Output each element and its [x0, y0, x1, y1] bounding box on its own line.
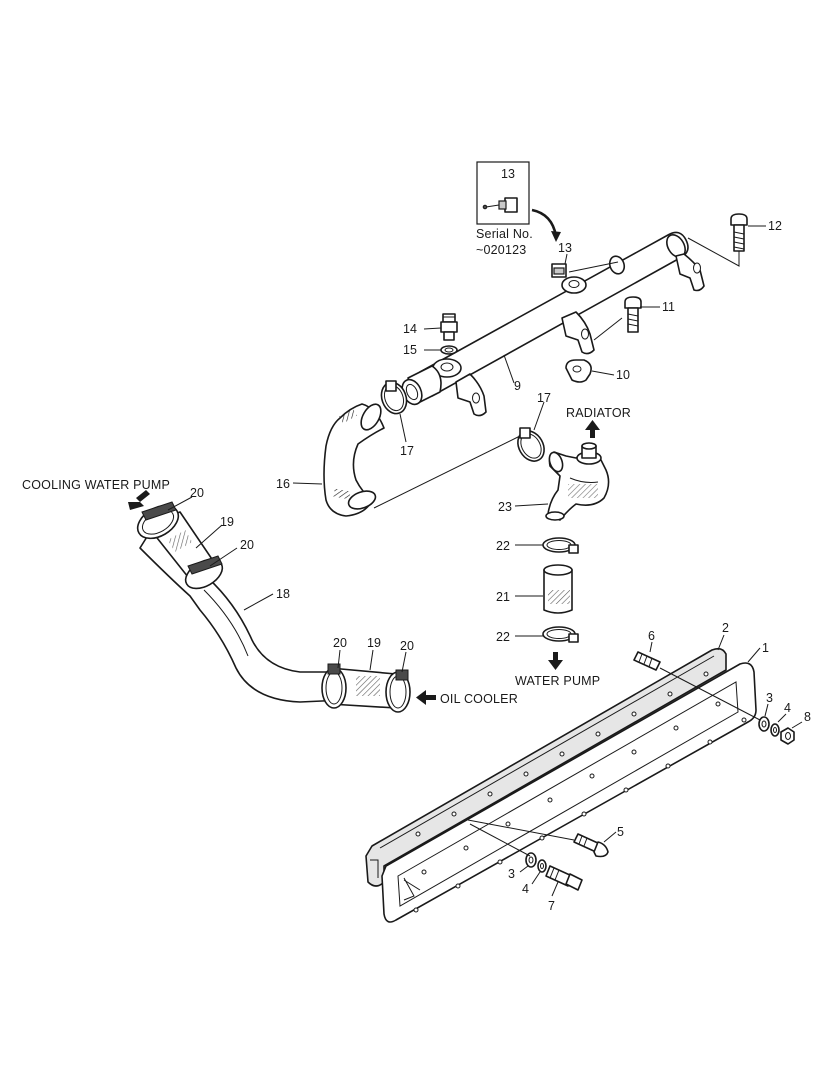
serial-no-value: ~020123 — [476, 243, 526, 257]
label-3-right: 3 — [766, 691, 773, 705]
radiator-label: RADIATOR — [566, 406, 631, 420]
label-14: 14 — [403, 322, 417, 336]
label-20-lower-left: 20 — [333, 636, 347, 650]
arrow-upleft-icon — [128, 490, 150, 510]
label-10: 10 — [616, 368, 630, 382]
label-20-upper-mid: 20 — [240, 538, 254, 552]
label-12: 12 — [768, 219, 782, 233]
short-hose-21 — [543, 564, 573, 614]
leader-lines — [167, 225, 803, 897]
hose-clamp-20-top — [136, 501, 180, 540]
oil-cooler-label: OIL COOLER — [440, 692, 518, 706]
bolt-holes — [413, 671, 747, 913]
label-4-right: 4 — [784, 701, 791, 715]
thermostat-housing-23 — [545, 442, 610, 521]
fitting-14 — [440, 313, 458, 341]
label-19-upper: 19 — [220, 515, 234, 529]
label-5: 5 — [617, 825, 624, 839]
washer-15 — [440, 345, 458, 355]
nut-8 — [780, 727, 795, 745]
stud-6 — [633, 651, 661, 671]
temperature-sender-old — [482, 197, 518, 213]
cooling-water-pump-label: COOLING WATER PUMP — [22, 478, 170, 492]
hose-clamp-22-upper — [542, 537, 579, 554]
label-8: 8 — [804, 710, 811, 724]
label-18: 18 — [276, 587, 290, 601]
label-21: 21 — [496, 590, 510, 604]
label-15: 15 — [403, 343, 417, 357]
serial-no-label: Serial No. — [476, 227, 533, 241]
hose-clamp-20-upper-mid — [184, 555, 224, 590]
hose-clamp-20-lower-left — [321, 663, 347, 709]
bolt-11 — [624, 296, 642, 333]
label-16: 16 — [276, 477, 290, 491]
label-19-lower: 19 — [367, 636, 381, 650]
label-17-left: 17 — [400, 444, 414, 458]
label-13-inset: 13 — [501, 167, 515, 181]
lock-washer-4-bottom — [537, 859, 547, 873]
oil-cooler-cover-1 — [381, 662, 757, 923]
label-1: 1 — [762, 641, 769, 655]
label-20-lower-right: 20 — [400, 639, 414, 653]
label-7: 7 — [548, 899, 555, 913]
label-17-right: 17 — [537, 391, 551, 405]
stud-bolt-7 — [545, 865, 583, 891]
washer-3-right — [758, 716, 770, 732]
water-pump-label: WATER PUMP — [515, 674, 600, 688]
label-20-top: 20 — [190, 486, 204, 500]
label-4-bottom: 4 — [522, 882, 529, 896]
label-3-bottom: 3 — [508, 867, 515, 881]
upper-hose-16 — [323, 403, 385, 517]
label-13: 13 — [558, 241, 572, 255]
flange-gasket-10 — [565, 359, 592, 383]
label-23: 23 — [498, 500, 512, 514]
gasket-2 — [365, 647, 727, 887]
arrow-down-icon — [548, 652, 563, 670]
arrow-left-icon — [416, 690, 436, 705]
hose-clamp-22-lower — [542, 626, 579, 643]
temperature-sender-13 — [551, 263, 567, 278]
label-22-upper: 22 — [496, 539, 510, 553]
label-6: 6 — [648, 629, 655, 643]
hose-clamp-17-upper — [380, 380, 408, 415]
arrow-up-icon — [585, 420, 600, 438]
label-9: 9 — [514, 379, 521, 393]
hose-clamp-17-lower — [517, 427, 545, 462]
part-labels: 13 13 12 11 14 15 10 9 17 17 16 23 22 21… — [190, 167, 811, 913]
hose-clamp-20-lower-right — [385, 669, 411, 713]
label-2: 2 — [722, 621, 729, 635]
bolt-5 — [573, 833, 609, 858]
water-manifold-pipe-9 — [401, 231, 705, 417]
bypass-hose-18 — [139, 531, 345, 703]
bolt-12 — [730, 213, 748, 252]
washer-3-bottom — [525, 852, 537, 868]
label-22-lower: 22 — [496, 630, 510, 644]
serial-inset-box — [476, 161, 561, 242]
lock-washer-4-right — [770, 723, 780, 737]
label-11: 11 — [662, 300, 675, 314]
